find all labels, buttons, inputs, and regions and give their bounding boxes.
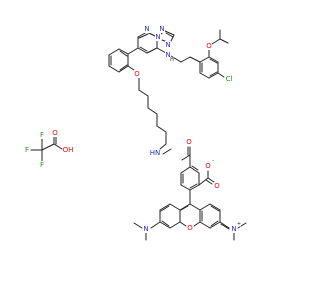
atom-label-triazole-n-mid: N	[165, 41, 170, 49]
label-background	[150, 149, 160, 157]
benzoate-fragment	[162, 146, 215, 191]
label-background	[237, 221, 241, 227]
atom-label-ether-o: O	[134, 70, 140, 78]
atom-label-amide-nh: HN	[150, 149, 161, 157]
chlorobenzyl-fragment	[156, 29, 229, 79]
label-background	[187, 224, 193, 232]
atom-label-tfa-oh: OH	[63, 146, 74, 154]
atom-label-xanthene-o: O	[187, 224, 193, 232]
atom-label-carboxylate-o-single: O	[205, 162, 211, 170]
label-background	[231, 225, 237, 233]
label-background	[224, 75, 234, 83]
atom-label-amide-o: O	[186, 138, 192, 146]
atom-label-carboxylate-charge: -	[212, 158, 214, 164]
atom-label-carboxylate-o-double: O	[214, 182, 220, 190]
atom-label-chloro: Cl	[226, 75, 233, 83]
label-background	[143, 225, 149, 233]
label-background	[52, 129, 58, 137]
atom-label-dimethylamino-n: N	[143, 225, 148, 233]
label-background	[134, 70, 140, 78]
label-background	[165, 41, 171, 49]
label-background	[211, 158, 215, 164]
atom-label-amine-h: H	[170, 57, 174, 63]
bond-network	[30, 29, 247, 241]
atom-label-amine-nh: N	[165, 51, 170, 59]
xanthene-core	[159, 189, 221, 229]
label-background	[39, 131, 45, 139]
label-background	[186, 138, 192, 146]
tfa-molecule	[30, 136, 63, 162]
atom-label-tfa-f1: F	[40, 131, 44, 139]
label-background	[155, 33, 161, 41]
atom-label-pyrimidine-n: N	[155, 33, 160, 41]
atom-label-triazole-n-top: N	[144, 25, 149, 33]
label-background	[24, 146, 30, 154]
phenyl-ring	[108, 47, 139, 73]
atom-label-tfa-f3: F	[40, 161, 44, 169]
label-background	[206, 42, 212, 50]
atom-label-tfa-o-double: O	[52, 129, 58, 137]
label-background	[63, 146, 73, 154]
label-background	[205, 162, 211, 170]
label-background	[214, 182, 220, 190]
hexyl-linker	[138, 77, 167, 150]
atom-label-iminium-n: N	[231, 225, 236, 233]
label-background	[144, 25, 150, 33]
label-background	[39, 161, 45, 169]
atom-label-iminium-charge: +	[237, 221, 241, 227]
label-background	[165, 51, 171, 59]
atom-label-triazole-n-left: N	[159, 25, 164, 33]
atom-label-isopropoxy-o: O	[206, 42, 212, 50]
atom-label-tfa-f2: F	[25, 146, 29, 154]
label-background	[159, 25, 165, 33]
label-background	[170, 57, 174, 63]
